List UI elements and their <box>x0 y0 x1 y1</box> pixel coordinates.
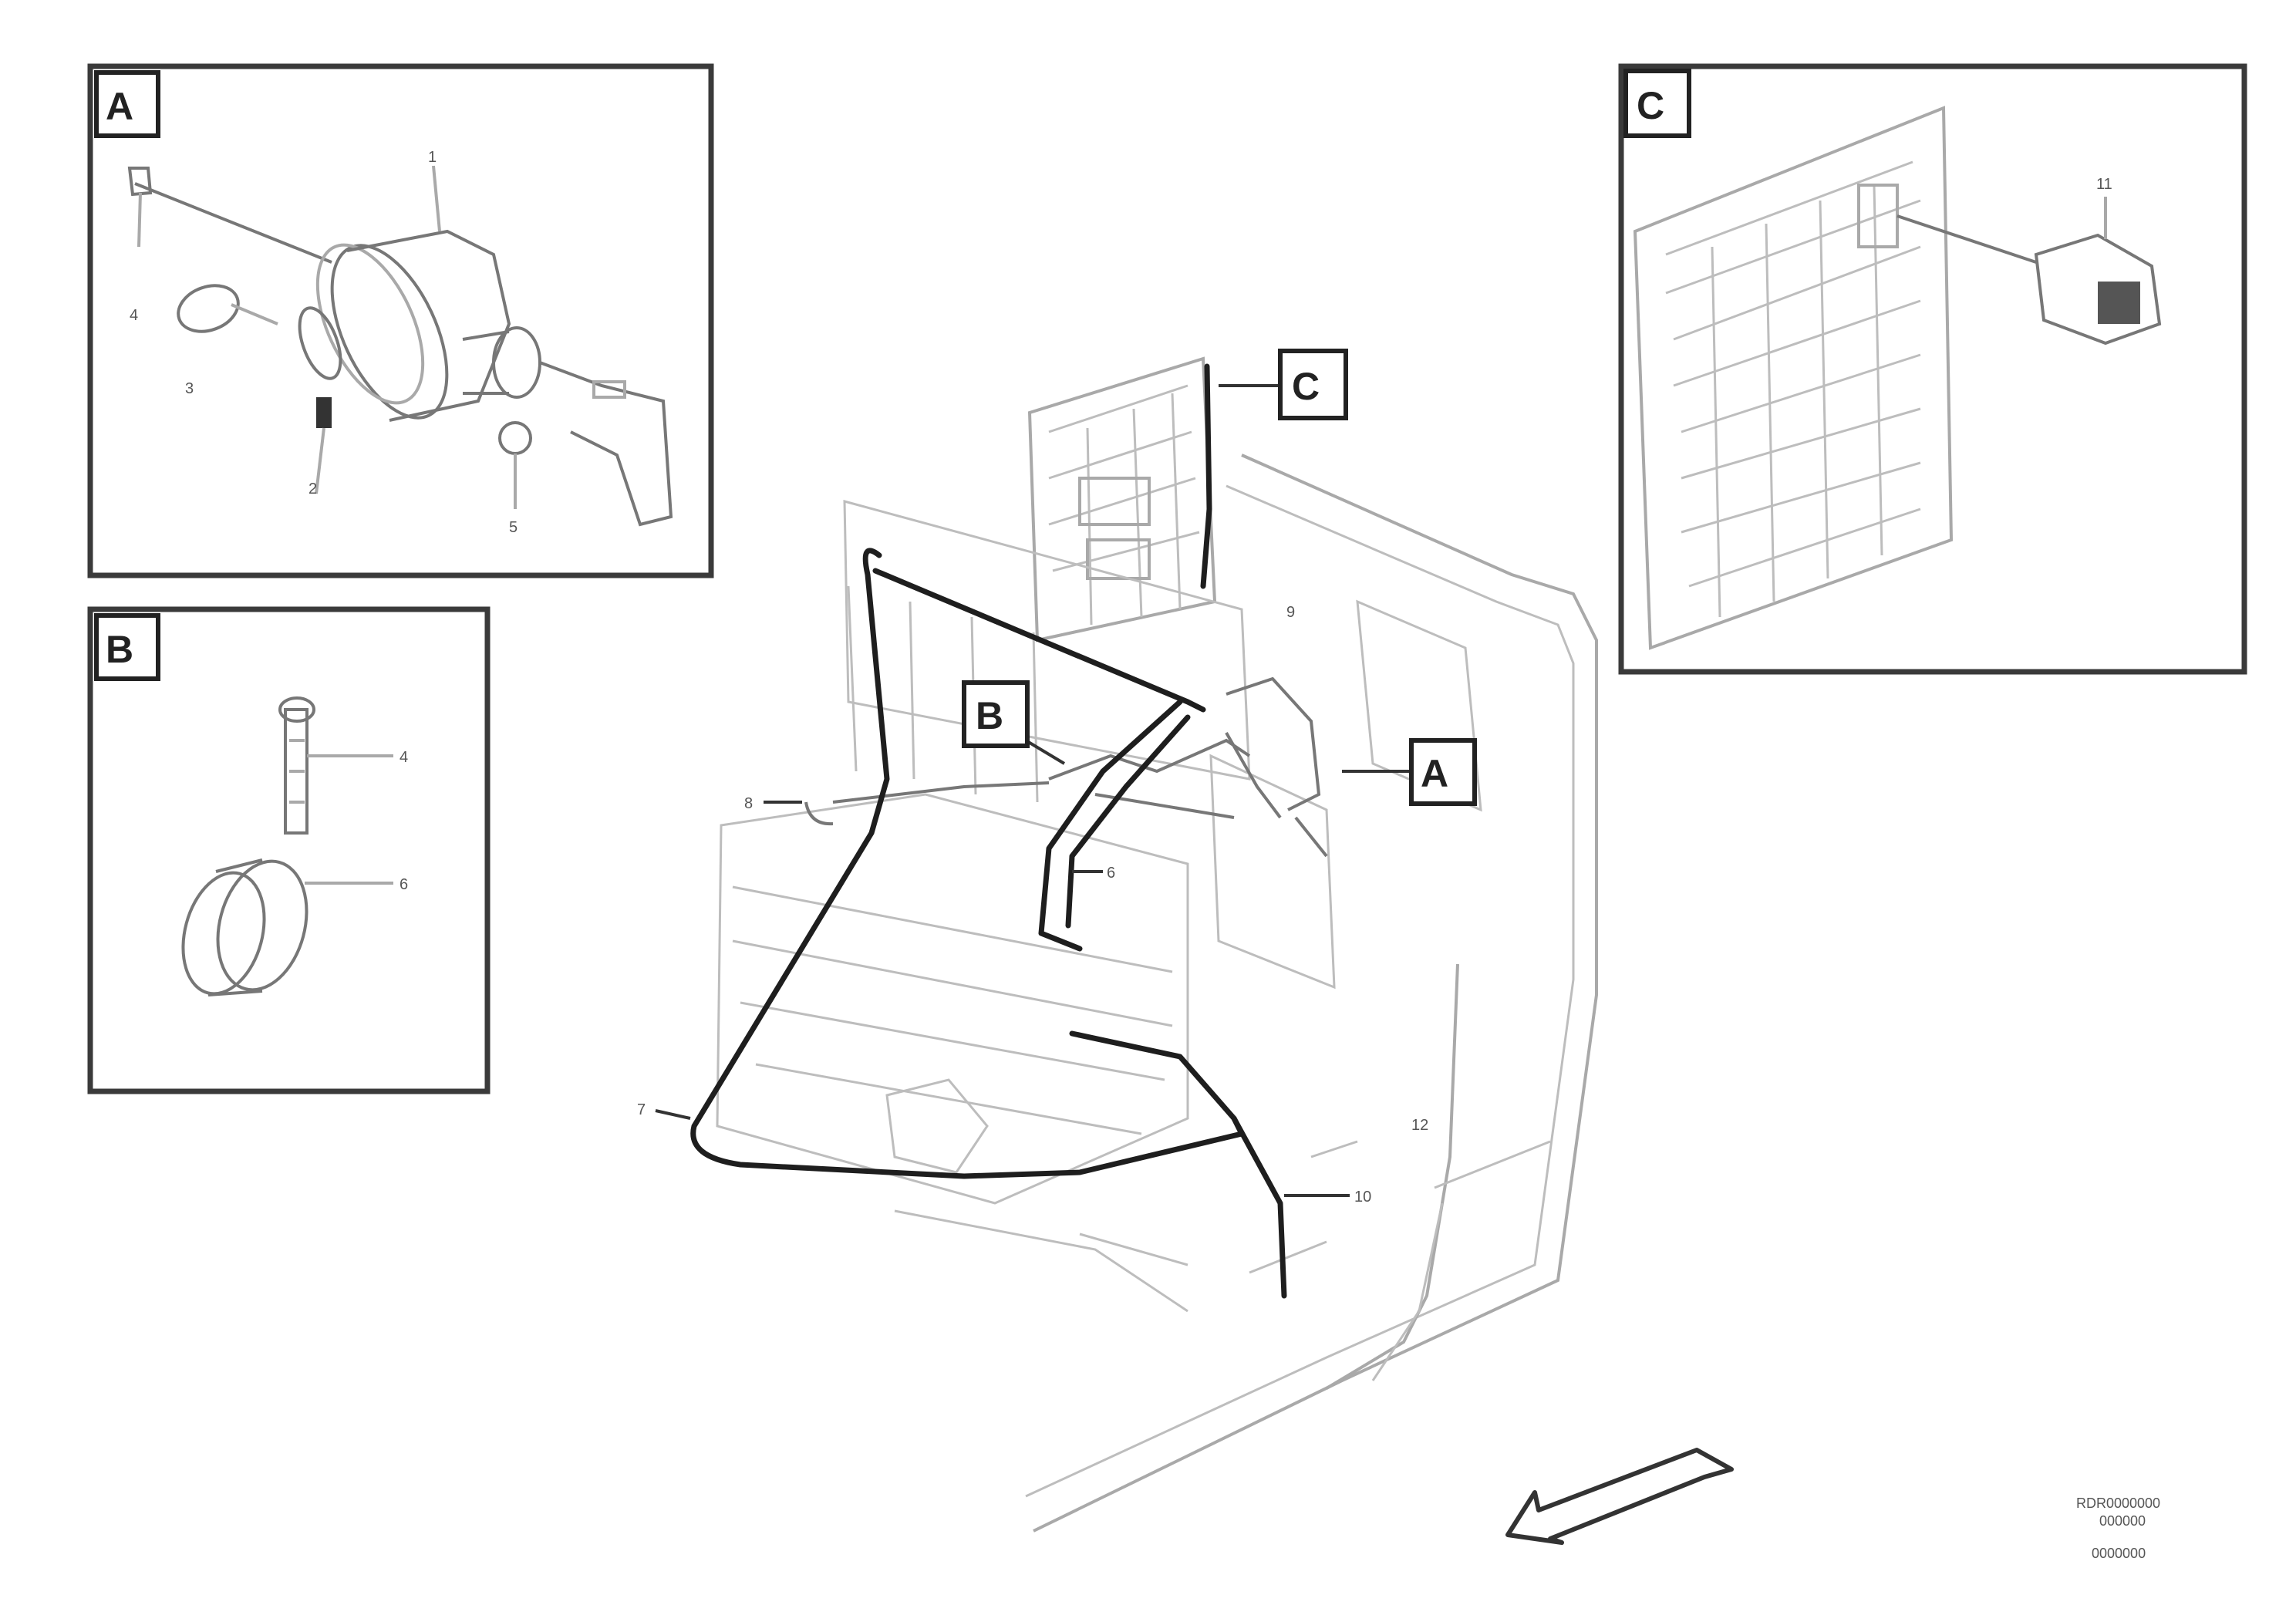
callout-main-8: 8 <box>744 795 753 812</box>
callout-main-7: 7 <box>637 1101 646 1118</box>
main-tag-a: A <box>1409 738 1477 806</box>
detail-a-hub-part <box>127 165 673 527</box>
detail-c-tag: C <box>1637 84 1664 127</box>
svg-text:A: A <box>1421 752 1448 795</box>
callout-main-9: 9 <box>1286 604 1295 621</box>
footer-ref-line2: 000000 <box>2099 1513 2146 1529</box>
callout-b-6: 6 <box>400 876 408 893</box>
callout-c-11: 11 <box>2096 176 2112 193</box>
callout-a-3: 3 <box>185 380 194 397</box>
svg-text:C: C <box>1292 365 1320 408</box>
detail-b-panel: B 4 6 <box>87 606 491 1094</box>
callout-b-4: 4 <box>400 749 408 766</box>
forward-direction-arrow <box>1505 1448 1734 1545</box>
detail-b-tag: B <box>106 628 133 671</box>
callout-main-12: 12 <box>1411 1117 1428 1134</box>
main-tag-b: B <box>962 680 1030 748</box>
detail-c-fuse-board <box>1633 106 2162 650</box>
detail-c-panel: C 11 <box>1618 63 2247 675</box>
detail-b-bolt-roller <box>181 696 393 996</box>
detail-a-tag: A <box>106 85 133 128</box>
callout-main-6: 6 <box>1107 865 1115 882</box>
main-dashboard-assembly <box>655 356 1598 1533</box>
footer-ref-line1: RDR0000000 <box>2076 1496 2160 1511</box>
svg-text:B: B <box>976 694 1003 737</box>
callout-a-1: 1 <box>428 149 437 166</box>
callout-a-4: 4 <box>130 307 138 324</box>
callout-main-10: 10 <box>1354 1189 1371 1206</box>
detail-a-panel: A 1 4 3 2 5 <box>87 63 714 578</box>
main-tag-c: C <box>1278 349 1348 420</box>
callout-a-5: 5 <box>509 519 518 536</box>
footer-ref-line3: 0000000 <box>2092 1546 2146 1561</box>
callout-a-2: 2 <box>308 481 317 497</box>
